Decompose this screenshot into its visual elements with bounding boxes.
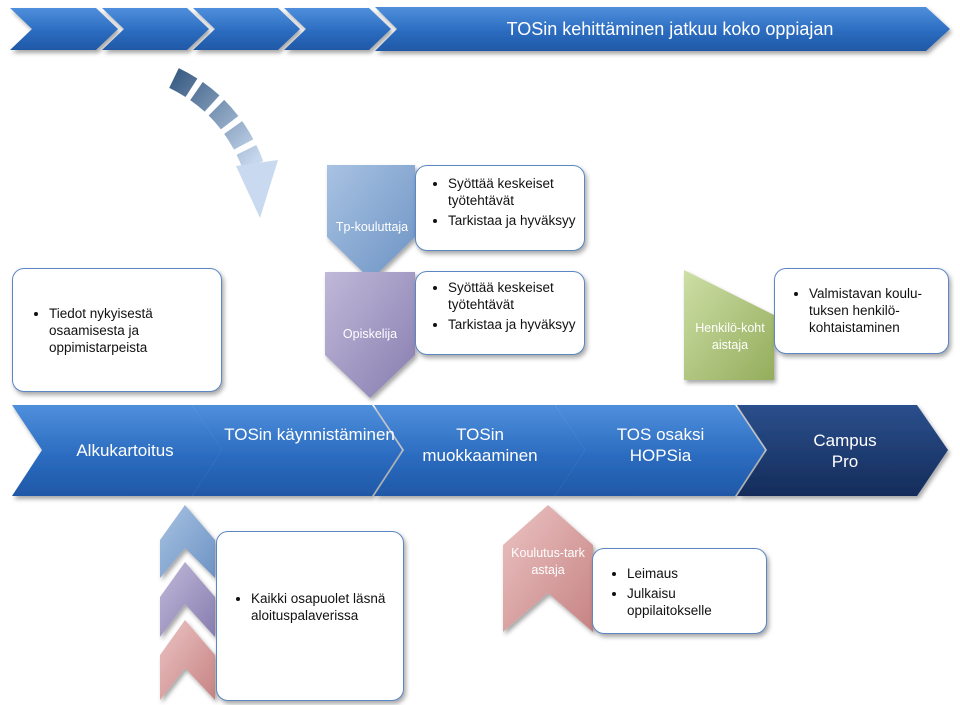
flow-step-muokkaaminen	[374, 405, 585, 496]
opiskelija-tasks: Syöttää keskeiset työtehtävät Tarkistaa …	[415, 271, 585, 355]
flow-step-kaynnistaminen	[192, 405, 402, 496]
flow-label-hops-wrap: TOS osaksi HOPSia	[616, 425, 705, 465]
role-tp-kouluttaja	[327, 165, 415, 280]
kaynnistys-chevron-purple	[160, 562, 215, 637]
kaynnistys-info: Kaikki osapuolet läsnä aloituspalaveriss…	[216, 531, 404, 701]
role-opiskelija	[325, 272, 415, 398]
flow-step-alkukartoitus	[12, 405, 222, 496]
tp-kouluttaja-tasks: Syöttää keskeiset työtehtävät Tarkistaa …	[415, 165, 585, 251]
top-banner-text: TOSin kehittäminen jatkuu koko oppiajan	[507, 19, 834, 39]
koulutustarkastaja-tasks: Leimaus Julkaisu oppilaitokselle	[592, 548, 767, 634]
top-banner	[10, 7, 950, 51]
top-chevron-2	[102, 8, 209, 50]
task-bullet: Julkaisu oppilaitokselle	[627, 585, 758, 619]
role-label-opiskelija-wrap: Opiskelija	[342, 327, 398, 341]
flow-label-muokkaaminen: TOSin muokkaaminen	[422, 425, 538, 465]
top-chevron-1	[10, 8, 118, 50]
task-bullet: Syöttää keskeiset työtehtävät	[448, 279, 576, 313]
role-label-koulutustarkastaja: Koulutus-tarkastaja	[511, 546, 585, 577]
curved-arrow	[169, 68, 278, 218]
task-bullet: Syöttää keskeiset työtehtävät	[448, 175, 576, 209]
flow-step-campus-pro	[737, 405, 948, 496]
role-chevrons	[160, 165, 774, 700]
role-label-tp-kouluttaja: Tp-kouluttaja	[335, 220, 409, 234]
role-henkilokohtaistaja	[684, 270, 774, 380]
kaynnistys-chevron-pink	[160, 620, 215, 700]
flow-label-muokkaaminen-wrap: TOSin muokkaaminen	[422, 425, 538, 465]
flow-label-campus-pro: Campus Pro	[813, 431, 877, 471]
flow-label-hops: TOS osaksi HOPSia	[616, 425, 705, 465]
role-label-opiskelija: Opiskelija	[342, 327, 398, 341]
kaynnistys-chevron-blue	[160, 505, 215, 578]
role-label-koulutus-wrap: Koulutus-tarkastaja	[511, 546, 585, 577]
top-chevron-4	[284, 8, 391, 50]
flow-label-kaynnistaminen: TOSin käynnistäminen	[224, 425, 395, 444]
role-koulutustarkastaja	[503, 505, 593, 632]
info-bullet: Kaikki osapuolet läsnä aloituspalaveriss…	[251, 590, 395, 624]
top-banner-arrow	[375, 7, 950, 51]
role-label-henkilokohtaistaja: Henkilö-kohtaistaja	[695, 321, 765, 352]
flow-label-kaynnistaminen-wrap: TOSin käynnistäminen	[224, 425, 395, 444]
role-label-henkilo-wrap: Henkilö-kohtaistaja	[695, 321, 765, 352]
info-bullet: Tiedot nykyisestä osaamisesta ja oppimis…	[49, 305, 211, 356]
task-bullet: Tarkistaa ja hyväksyy	[448, 212, 576, 229]
alkukartoitus-info: Tiedot nykyisestä osaamisesta ja oppimis…	[12, 268, 222, 392]
main-flow	[12, 405, 948, 496]
task-bullet: Valmistavan koulu-tuksen henkilö-kohtais…	[809, 285, 940, 336]
flow-label-campus-pro-wrap: Campus Pro	[813, 431, 877, 471]
role-label-tp-wrap: Tp-kouluttaja	[335, 220, 409, 234]
henkilokohtaistaja-tasks: Valmistavan koulu-tuksen henkilö-kohtais…	[774, 268, 949, 354]
top-chevron-3	[193, 8, 300, 50]
task-bullet: Tarkistaa ja hyväksyy	[448, 316, 576, 333]
flow-label-alkukartoitus: Alkukartoitus	[76, 441, 173, 460]
task-bullet: Leimaus	[627, 565, 758, 582]
flow-step-hops	[555, 405, 765, 496]
